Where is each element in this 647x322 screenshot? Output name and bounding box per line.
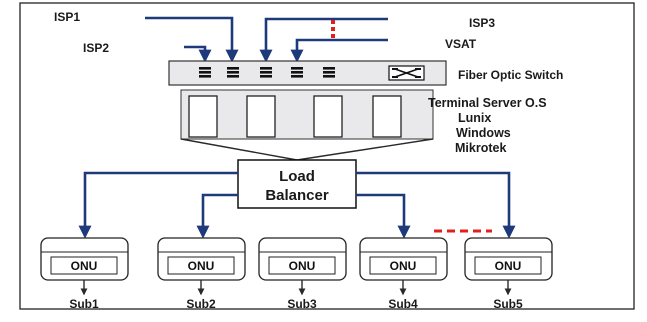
switch-port-icon bbox=[291, 67, 303, 78]
lb-to-onu2-link bbox=[196, 193, 238, 239]
onu-label: ONU bbox=[71, 259, 98, 273]
lb-to-onu1-link bbox=[78, 171, 238, 239]
os-item: Lunix bbox=[458, 111, 491, 125]
subscriber-label: Sub1 bbox=[69, 297, 99, 311]
server-unit bbox=[246, 95, 276, 138]
os-item: Windows bbox=[456, 126, 511, 140]
lb-to-onu5-link bbox=[356, 171, 516, 239]
isp1-link bbox=[145, 16, 239, 63]
subscriber-label: Sub3 bbox=[287, 297, 317, 311]
isp1-label: ISP1 bbox=[54, 10, 80, 24]
isp2-label: ISP2 bbox=[83, 41, 109, 55]
load-balancer-label-line1: Load bbox=[279, 168, 315, 185]
onu-label: ONU bbox=[495, 259, 522, 273]
subscriber-label: Sub5 bbox=[493, 297, 523, 311]
switch-port-icon bbox=[323, 67, 335, 78]
server-unit bbox=[313, 95, 343, 138]
fiber-optic-switch-label: Fiber Optic Switch bbox=[458, 68, 563, 82]
load-balancer bbox=[237, 159, 357, 209]
subscriber-label: Sub2 bbox=[186, 297, 216, 311]
switch-port-icon bbox=[227, 67, 239, 78]
switch-crossover-icon bbox=[388, 65, 425, 81]
more-sources-ellipsis bbox=[331, 20, 335, 38]
onu-label: ONU bbox=[390, 259, 417, 273]
onu-device bbox=[359, 237, 448, 281]
diagram-frame bbox=[19, 2, 635, 310]
onu-device bbox=[40, 237, 129, 281]
switch-port-icon bbox=[199, 67, 211, 78]
lb-to-onu4-link bbox=[356, 193, 411, 239]
vsat-label: VSAT bbox=[445, 37, 477, 51]
terminal-server-title: Terminal Server O.S bbox=[428, 96, 547, 110]
server-unit bbox=[188, 95, 218, 138]
isp2-link bbox=[184, 45, 212, 63]
subscriber-label: Sub4 bbox=[388, 297, 418, 311]
switch-port-icon bbox=[260, 67, 272, 78]
onu-label: ONU bbox=[289, 259, 316, 273]
server-unit bbox=[372, 95, 402, 138]
onu-label: ONU bbox=[188, 259, 215, 273]
onu-device bbox=[157, 237, 246, 281]
os-item: Mikrotek bbox=[455, 141, 506, 155]
server-funnel bbox=[180, 138, 434, 161]
isp3-link bbox=[259, 17, 388, 63]
load-balancer-label-line2: Balancer bbox=[265, 187, 329, 204]
isp3-label: ISP3 bbox=[469, 16, 495, 30]
vsat-link bbox=[290, 38, 388, 63]
onu-device bbox=[258, 237, 347, 281]
fiber-optic-switch bbox=[168, 60, 447, 86]
